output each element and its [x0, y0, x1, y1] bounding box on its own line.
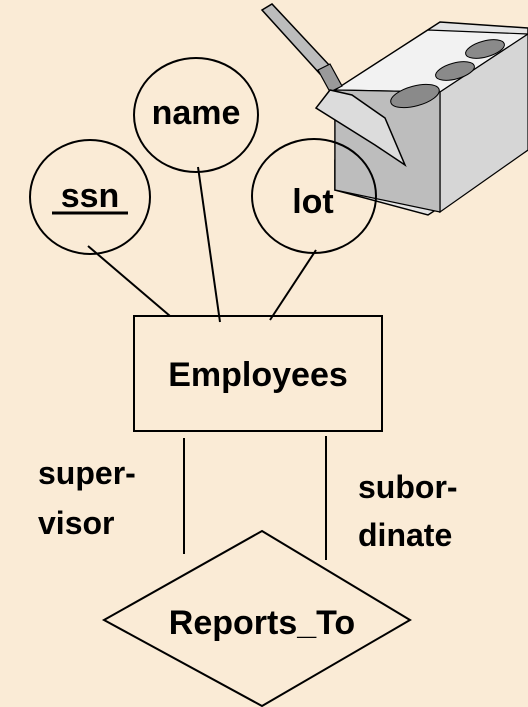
relationship-reports-to-label: Reports_To — [169, 604, 355, 642]
entity-employees — [133, 315, 383, 432]
attribute-lot — [251, 138, 377, 254]
ssn-connector — [87, 245, 171, 317]
attribute-ssn — [29, 139, 151, 255]
attribute-name-label: name — [152, 94, 241, 132]
lot-connector — [269, 249, 317, 321]
name-connector — [197, 166, 221, 323]
attribute-ssn-label: ssn — [61, 177, 120, 215]
role-subordinate-line2: dinate — [358, 517, 452, 553]
role-supervisor-line2: visor — [38, 505, 114, 541]
role-supervisor-line1: super- — [38, 455, 136, 491]
attribute-lot-label: lot — [292, 183, 334, 221]
brick-and-trowel-icon — [260, 3, 528, 216]
entity-employees-label: Employees — [168, 356, 348, 394]
role-subordinate-line1: subor- — [358, 469, 458, 505]
relationship-reports-to — [101, 529, 412, 707]
attribute-name — [133, 57, 259, 173]
